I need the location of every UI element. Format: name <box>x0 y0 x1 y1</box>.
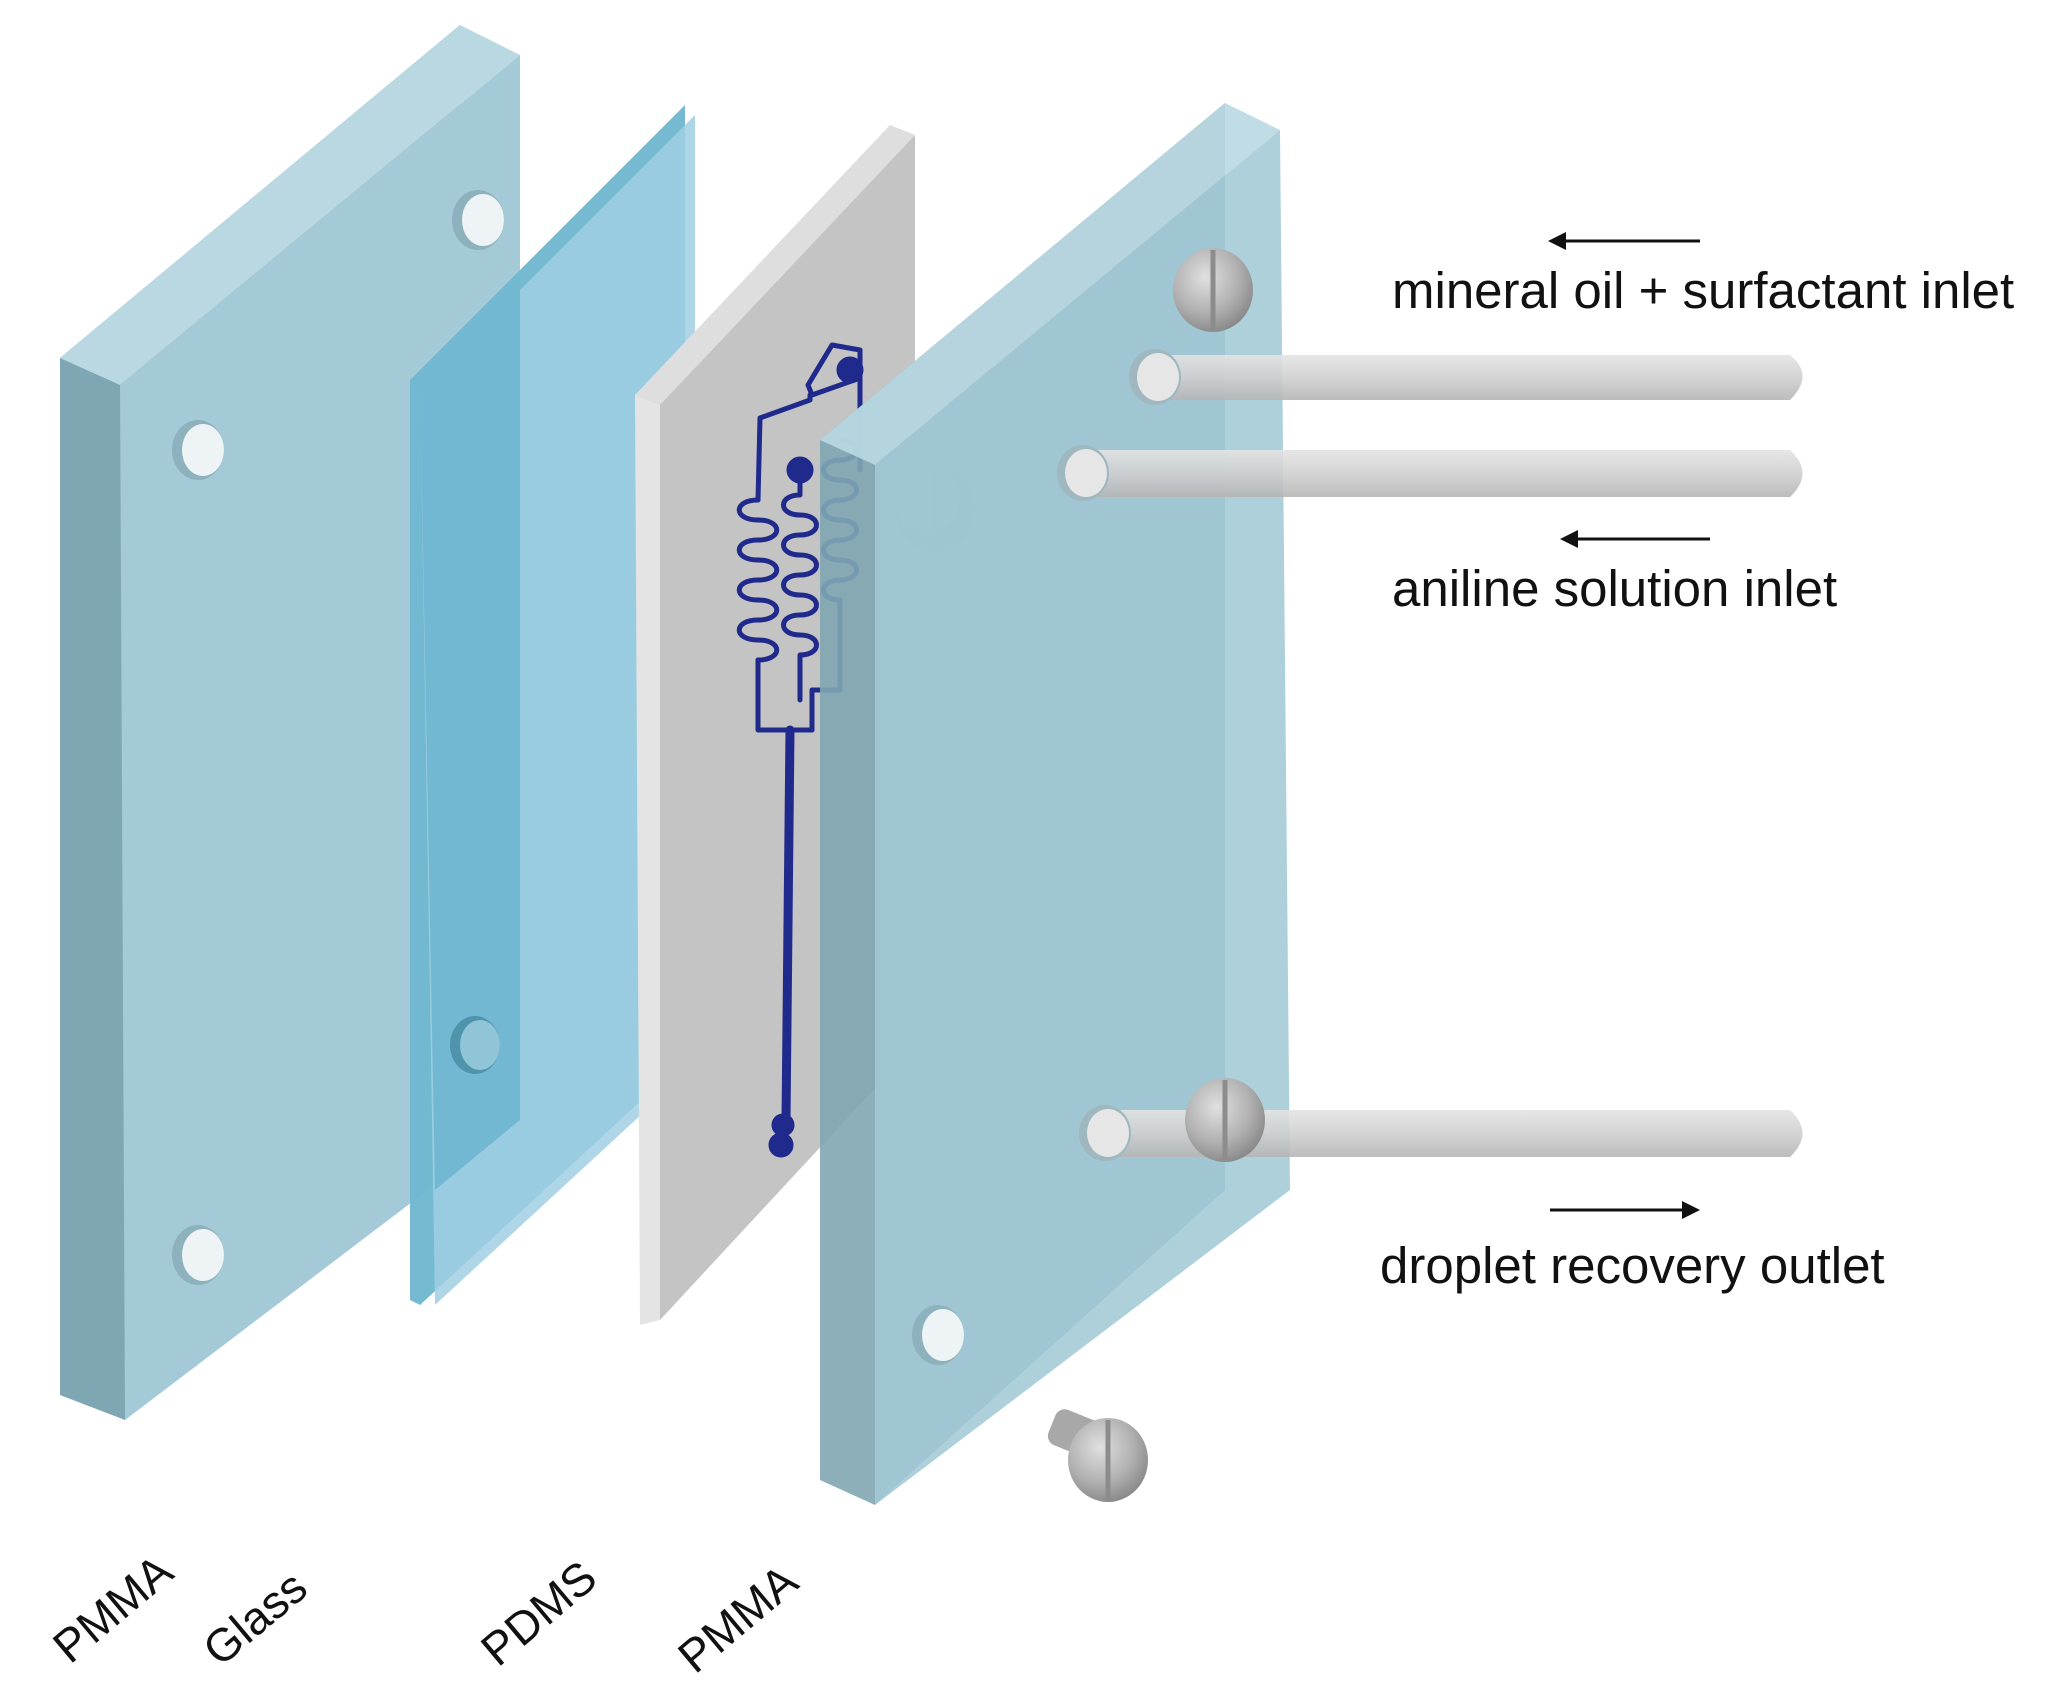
oil-inlet-tube <box>1129 349 1803 405</box>
layer-label-pdms: PDMS <box>471 1550 606 1675</box>
aniline-inlet-label: aniline solution inlet <box>1392 560 1837 617</box>
mounting-hole <box>912 1305 964 1365</box>
pmma-back-top-edge <box>60 25 520 385</box>
glass-overlap-region <box>420 290 520 1190</box>
pdms-top-edge <box>635 125 915 405</box>
arrow-right-icon <box>1550 1201 1700 1219</box>
arrow-left-icon <box>1560 530 1710 548</box>
oil-inlet-label: mineral oil + surfactant inlet <box>1392 262 2014 319</box>
outlet-label: droplet recovery outlet <box>1380 1237 1885 1294</box>
mounting-hole <box>172 420 224 480</box>
arrow-left-icon <box>1548 232 1700 250</box>
mounting-hole <box>172 1225 224 1285</box>
glass-slide <box>410 105 695 1305</box>
layer-label-pmma-back: PMMA <box>43 1544 182 1673</box>
mounting-hole <box>450 1016 500 1074</box>
layer-label-glass: Glass <box>193 1560 317 1675</box>
screw-icon <box>1185 1078 1265 1162</box>
aniline-inlet-tube <box>1057 445 1803 501</box>
droplet-outlet-tube <box>1079 1105 1803 1161</box>
pdms-side-edge <box>635 395 660 1325</box>
pmma-front-top-edge <box>820 103 1280 465</box>
pmma-front-face <box>875 130 1290 1505</box>
layer-label-pmma-front: PMMA <box>668 1554 807 1683</box>
screw-icon <box>1173 248 1253 332</box>
screw-icon <box>1047 1409 1148 1502</box>
mounting-hole <box>452 190 504 250</box>
